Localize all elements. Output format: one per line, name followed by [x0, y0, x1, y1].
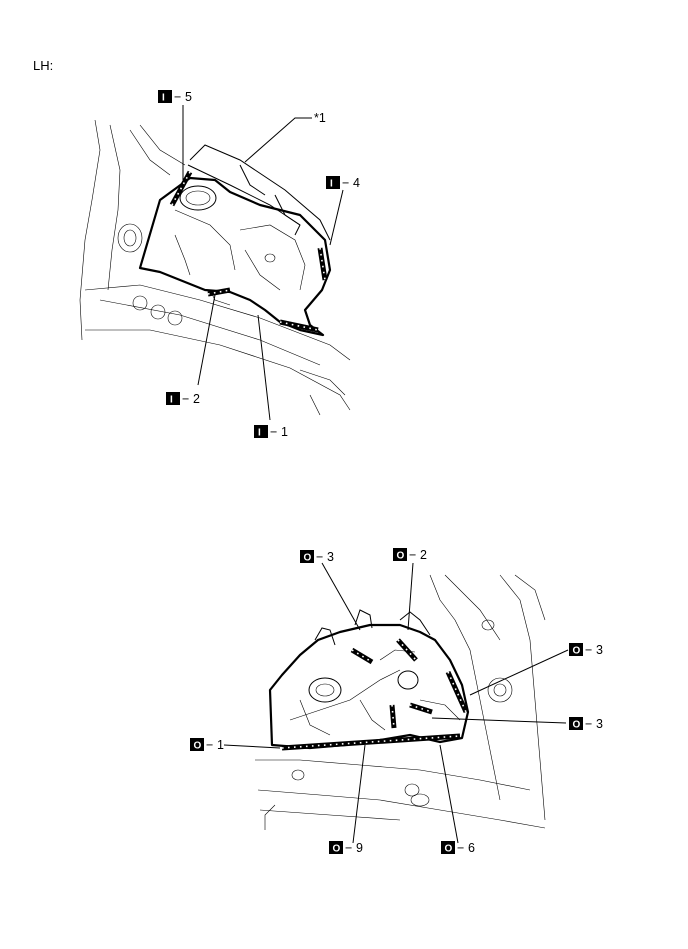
svg-text:O: O: [397, 551, 405, 562]
badge-box: [569, 643, 583, 656]
svg-text:−: −: [585, 643, 592, 657]
svg-text:2: 2: [193, 392, 200, 406]
page-label: LH:: [33, 58, 54, 73]
badge-box: [254, 425, 268, 438]
svg-text:O: O: [573, 720, 581, 731]
callout-i4: I − 4: [326, 176, 360, 190]
badge-box: [326, 176, 340, 189]
svg-text:−: −: [409, 548, 416, 562]
callout-i1: I − 1: [254, 425, 288, 439]
top-view-illustration: [79, 119, 351, 416]
svg-text:−: −: [206, 738, 213, 752]
svg-text:O: O: [194, 741, 202, 752]
bottom-view-illustration: [255, 574, 546, 830]
svg-text:I: I: [330, 179, 333, 190]
svg-text:3: 3: [327, 550, 334, 564]
bottom-leader-lines: [223, 562, 569, 844]
badge-box: [158, 90, 172, 103]
callout-o9: O − 9: [329, 841, 363, 855]
svg-text:I: I: [170, 395, 173, 406]
callout-i2: I − 2: [166, 392, 200, 406]
svg-text:−: −: [457, 841, 464, 855]
badge-box: [166, 392, 180, 405]
svg-text:−: −: [182, 392, 189, 406]
svg-text:2: 2: [420, 548, 427, 562]
callout-o3-right-lower: O − 3: [569, 717, 603, 731]
top-leader-lines: [182, 105, 344, 421]
svg-text:−: −: [316, 550, 323, 564]
svg-text:1: 1: [217, 738, 224, 752]
svg-text:5: 5: [185, 90, 192, 104]
svg-text:4: 4: [353, 176, 360, 190]
callout-o2: O − 2: [393, 548, 427, 562]
note-ref-1: *1: [314, 111, 326, 125]
callout-o3-top: O − 3: [300, 550, 334, 564]
svg-text:−: −: [585, 717, 592, 731]
badge-box: [569, 717, 583, 730]
badge-box: [300, 550, 314, 563]
badge-box: [441, 841, 455, 854]
badge-box: [393, 548, 407, 561]
svg-text:3: 3: [596, 643, 603, 657]
badge-box: [190, 738, 204, 751]
svg-text:1: 1: [281, 425, 288, 439]
callout-i5: I − 5: [158, 90, 192, 104]
svg-text:I: I: [258, 428, 261, 439]
svg-text:O: O: [304, 553, 312, 564]
svg-text:−: −: [342, 176, 349, 190]
svg-text:O: O: [445, 844, 453, 855]
svg-text:O: O: [573, 646, 581, 657]
callout-o6: O − 6: [441, 841, 475, 855]
callout-o3-right-upper: O − 3: [569, 643, 603, 657]
svg-text:−: −: [174, 90, 181, 104]
badge-box: [329, 841, 343, 854]
svg-text:I: I: [162, 93, 165, 104]
svg-text:3: 3: [596, 717, 603, 731]
svg-text:9: 9: [356, 841, 363, 855]
callout-o1: O − 1: [190, 738, 224, 752]
svg-text:O: O: [333, 844, 341, 855]
svg-text:−: −: [270, 425, 277, 439]
svg-text:6: 6: [468, 841, 475, 855]
svg-text:−: −: [345, 841, 352, 855]
